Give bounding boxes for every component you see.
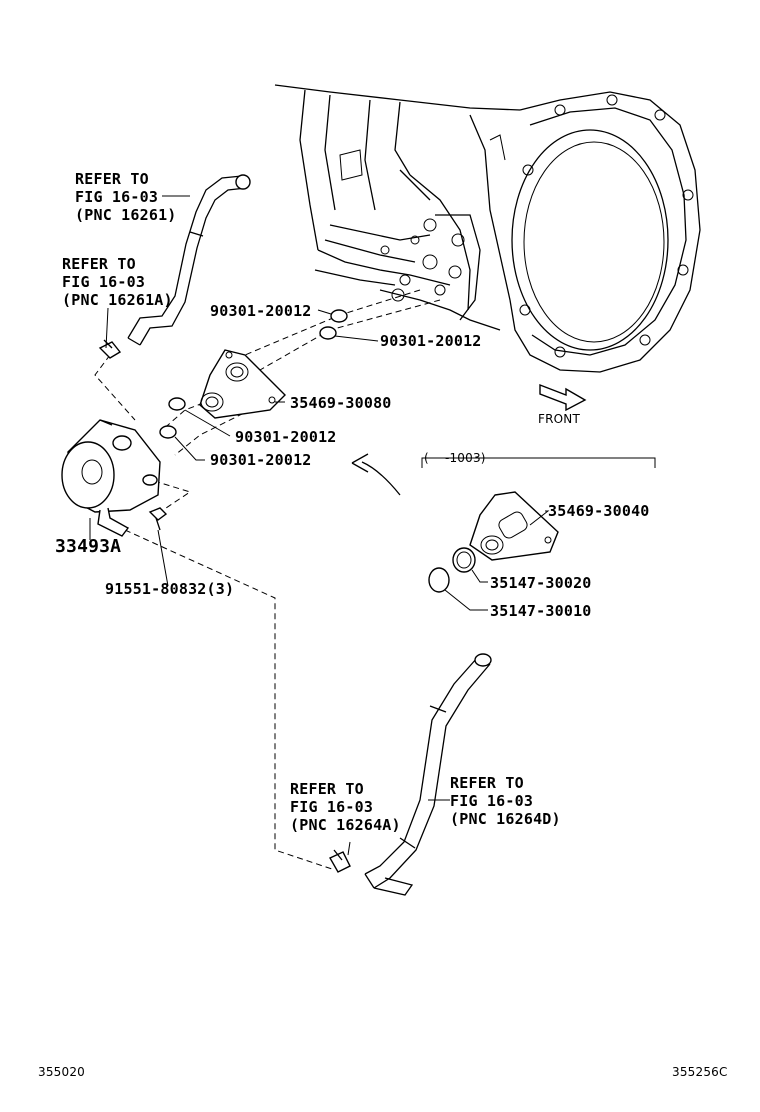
- refer-mid-line3: (PNC 16261A): [62, 291, 173, 309]
- upper-hose: [127, 174, 251, 346]
- hose-clamp-lower: [329, 849, 351, 873]
- part-label-90301-b: 90301-20012: [380, 332, 482, 350]
- refer-low-right-line3: (PNC 16264D): [450, 810, 561, 828]
- hose-clamp-upper: [98, 339, 122, 359]
- part-label-33493A: 33493A: [55, 536, 122, 557]
- part-label-90301-d: 90301-20012: [210, 451, 312, 469]
- refer-low-right-line1: REFER TO: [450, 774, 524, 792]
- part-label-35469-30080: 35469-30080: [290, 394, 392, 412]
- refer-low-left-line3: (PNC 16264A): [290, 816, 401, 834]
- refer-top-line2: FIG 16-03: [75, 188, 159, 206]
- refer-top-line1: REFER TO: [75, 170, 149, 188]
- lower-hose: [364, 653, 492, 896]
- part-label-90301-c: 90301-20012: [235, 428, 337, 446]
- part-label-91551-80832: 91551-80832(3): [105, 580, 235, 598]
- adapter-plate-35469-30080: [199, 349, 286, 419]
- range-note: ( -1003): [424, 451, 486, 465]
- refer-top-line3: (PNC 16261): [75, 206, 177, 224]
- refer-low-right-line2: FIG 16-03: [450, 792, 534, 810]
- gasket-35147-30020: [452, 547, 476, 573]
- oil-cooler-33493A: [61, 419, 161, 537]
- front-label: FRONT: [538, 412, 580, 426]
- part-label-90301-a: 90301-20012: [210, 302, 312, 320]
- o-ring-90301-b: [319, 326, 337, 340]
- footer-right-code: 355256C: [672, 1065, 728, 1079]
- transmission-housing: [274, 84, 701, 373]
- adapter-plate-35469-30040: [469, 491, 559, 561]
- gasket-35147-30010: [428, 567, 450, 593]
- o-ring-90301-a: [330, 309, 348, 323]
- part-label-35147-30020: 35147-30020: [490, 574, 592, 592]
- refer-low-left-line2: FIG 16-03: [290, 798, 374, 816]
- refer-low-left-line1: REFER TO: [290, 780, 364, 798]
- o-ring-90301-d: [159, 425, 177, 439]
- bolt-91551-80832: [148, 507, 168, 531]
- footer-left-code: 355020: [38, 1065, 86, 1079]
- part-label-35469-30040: 35469-30040: [548, 502, 650, 520]
- part-label-35147-30010: 35147-30010: [490, 602, 592, 620]
- label-leaders: [89, 195, 550, 856]
- refer-mid-line1: REFER TO: [62, 255, 136, 273]
- o-ring-90301-c: [168, 397, 186, 411]
- refer-mid-line2: FIG 16-03: [62, 273, 146, 291]
- alternate-parts-arrow-icon: [351, 453, 656, 496]
- front-arrow-icon: [539, 383, 587, 412]
